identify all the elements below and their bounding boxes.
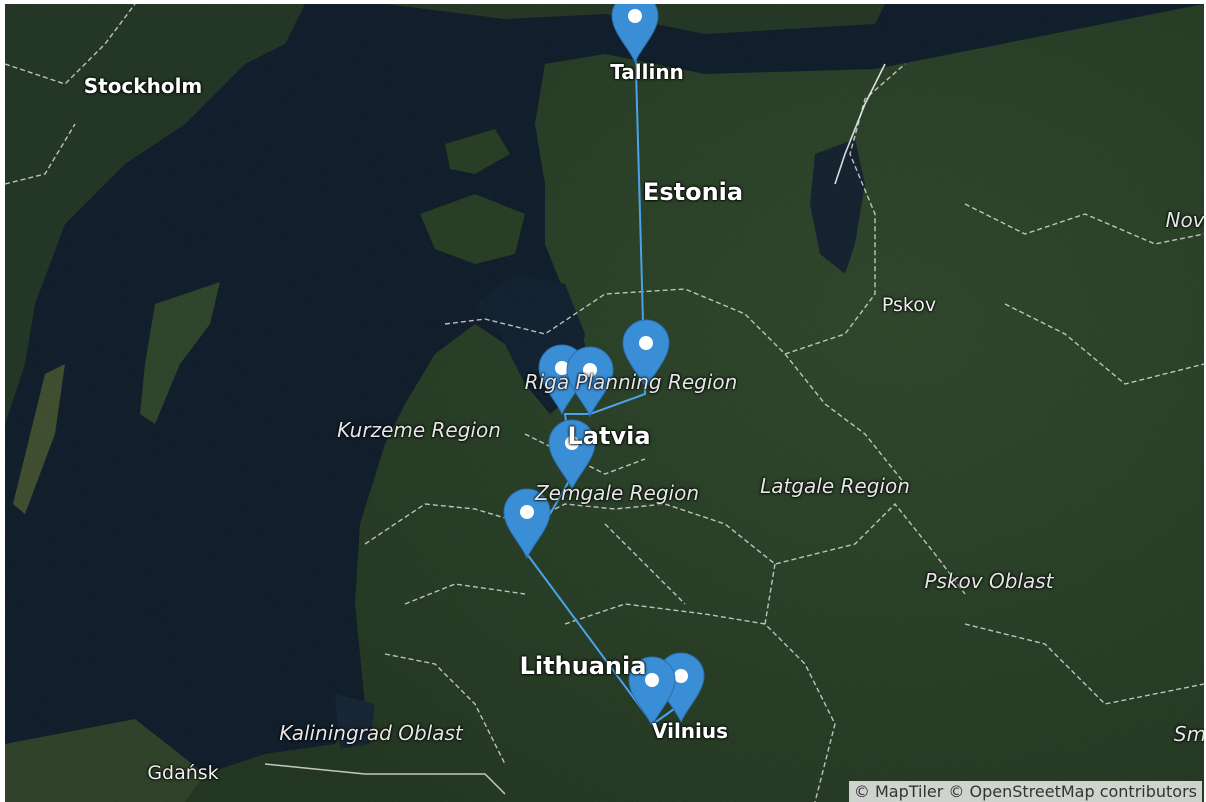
label-latgale-region: Latgale Region (760, 474, 910, 498)
map-marker-pin-icon[interactable] (622, 319, 670, 391)
marker-dot-icon (583, 363, 597, 377)
marker-dot-icon (674, 669, 688, 683)
marker-dot-icon (520, 505, 534, 519)
estonia-russia-border (834, 63, 886, 185)
map-marker-pin-icon[interactable] (503, 488, 551, 560)
terrain-texture (5, 4, 1204, 802)
label-zemgale-region: Zemgale Region (534, 481, 700, 505)
vilnius-marker-2[interactable] (628, 656, 676, 728)
marker-dot-icon (565, 436, 579, 450)
east-of-riga-marker[interactable] (622, 319, 670, 391)
map-marker-pin-icon[interactable] (548, 419, 596, 491)
markers-layer (503, 4, 705, 728)
map-attribution[interactable]: © MapTiler © OpenStreetMap contributors (848, 781, 1202, 802)
map-canvas[interactable] (5, 4, 1204, 802)
label-riga-planning-region: Riga Planning Region (524, 370, 738, 394)
label-gdansk: Gdańsk (147, 762, 219, 784)
label-kurzeme-region: Kurzeme Region (337, 418, 501, 442)
admin-borders (5, 4, 1204, 802)
marker-dot-icon (555, 361, 569, 375)
marker-dot-icon (628, 9, 642, 23)
map-marker-pin-icon[interactable] (611, 4, 659, 64)
label-lithuania: Lithuania (519, 652, 647, 680)
marker-dot-icon (639, 336, 653, 350)
label-nov: Nov (1165, 208, 1204, 232)
tallinn-marker[interactable] (611, 4, 659, 64)
label-vilnius: Vilnius (651, 719, 729, 743)
label-pskov: Pskov (881, 294, 937, 316)
map-marker-pin-icon[interactable] (566, 346, 614, 418)
kaliningrad-border (264, 763, 506, 795)
marker-dot-icon (645, 673, 659, 687)
label-sm: Sm (1173, 722, 1204, 746)
jelgava-marker[interactable] (548, 419, 596, 491)
siauliai-marker[interactable] (503, 488, 551, 560)
map-viewport[interactable]: Stockholm Tallinn Estonia Pskov Nov Riga… (5, 4, 1204, 802)
label-stockholm: Stockholm (83, 74, 203, 98)
riga-marker-2[interactable] (566, 346, 614, 418)
map-marker-pin-icon[interactable] (628, 656, 676, 728)
label-kaliningrad-oblast: Kaliningrad Oblast (279, 721, 463, 745)
label-estonia: Estonia (642, 178, 744, 206)
label-latvia: Latvia (567, 422, 651, 450)
label-pskov-oblast: Pskov Oblast (924, 569, 1054, 593)
label-tallinn: Tallinn (610, 60, 684, 84)
